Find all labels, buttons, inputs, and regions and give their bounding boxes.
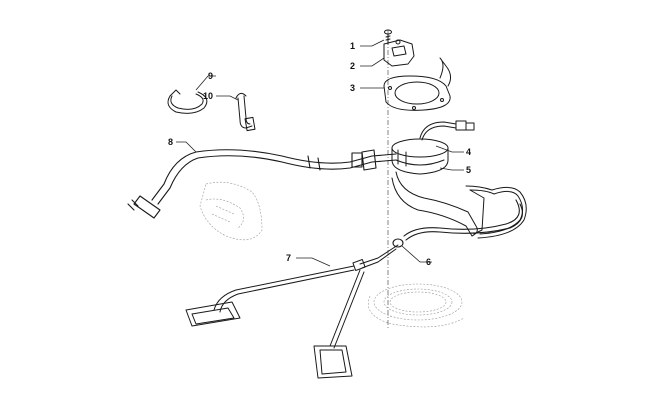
callout-4: 4 xyxy=(466,147,471,157)
callout-5: 5 xyxy=(466,165,471,175)
part-pickup-hose xyxy=(185,244,399,379)
part-pump-sock xyxy=(391,171,527,239)
part-cover-plate xyxy=(383,39,415,67)
callout-8: 8 xyxy=(168,137,173,147)
part-gasket xyxy=(383,57,452,111)
part-return-hose xyxy=(392,199,523,248)
callout-10: 10 xyxy=(203,91,213,101)
callout-9: 9 xyxy=(208,71,213,81)
leader-lines xyxy=(176,39,464,267)
callout-2: 2 xyxy=(350,61,355,71)
part-hose-clip xyxy=(235,92,256,132)
callout-1: 1 xyxy=(350,41,355,51)
part-connector-6 xyxy=(392,238,404,248)
ghost-tank-body xyxy=(199,181,263,241)
callout-7: 7 xyxy=(286,253,291,263)
part-supply-hose xyxy=(127,149,397,219)
ghost-tank-opening xyxy=(368,283,465,328)
part-screw xyxy=(384,29,392,45)
part-fuel-pump xyxy=(391,120,475,175)
callout-6: 6 xyxy=(426,257,431,267)
callout-3: 3 xyxy=(350,83,355,93)
part-clamp-ring xyxy=(167,89,208,114)
